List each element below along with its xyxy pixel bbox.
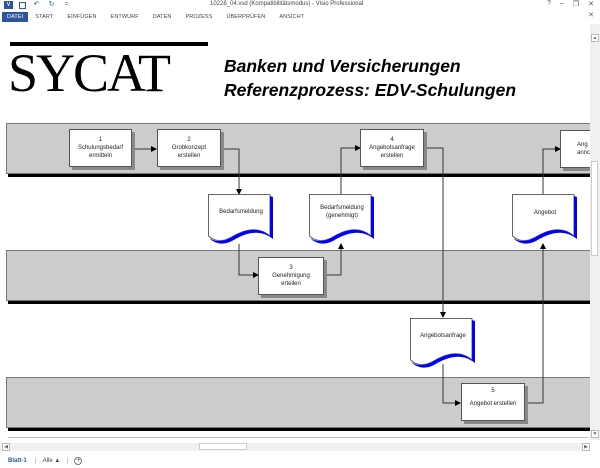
document-shape (410, 318, 475, 368)
process-label-line: Genehmigung (272, 273, 310, 279)
tab-einfuegen[interactable]: EINFÜGEN (67, 13, 97, 20)
process-number: 4 (390, 137, 394, 143)
connector-genehmigt-4 (340, 145, 361, 194)
process-1[interactable]: 1 Schulungsbedarf ermitteln (69, 129, 132, 167)
swimlane-2-shadow (8, 301, 590, 304)
process-number: 2 (187, 137, 191, 143)
diagram-heading: Banken und Versicherungen Referenzprozes… (224, 54, 516, 102)
redo-icon[interactable]: ↻ (48, 1, 55, 8)
process-6-partial[interactable]: Ang annc (560, 130, 590, 168)
window-controls: ? – ❐ ✕ (547, 0, 594, 8)
document-label: Bedarfsmeldung (219, 209, 263, 215)
logo-bar (10, 42, 208, 46)
tab-ueberpruefen[interactable]: ÜBERPRÜFEN (226, 13, 266, 20)
visio-app-icon[interactable]: V (4, 1, 13, 9)
process-label-line: erstellen (177, 153, 201, 159)
tab-datei[interactable]: DATEI (2, 11, 29, 22)
swimlane-1-shadow (8, 174, 590, 177)
horizontal-scroll-thumb[interactable] (199, 443, 247, 450)
scroll-up-button[interactable]: ▲ (591, 34, 599, 42)
process-number: 1 (98, 137, 103, 143)
window-title: 10228_04.vsd (Kompatibilitätsmodus) - Vi… (210, 1, 364, 7)
connector-angebotsanfrage-5 (442, 364, 461, 406)
process-label-line: annc (577, 150, 590, 156)
tab-ansicht[interactable]: ANSICHT (279, 13, 305, 20)
tab-prozess[interactable]: PROZESS (185, 13, 213, 20)
process-label-line: Angebot erstellen (469, 400, 517, 407)
document-angebot[interactable]: Angebot (512, 194, 578, 246)
document-shape (309, 194, 374, 244)
process-label-line: erstellen (380, 153, 404, 159)
document-bedarfsmeldung-genehmigt[interactable]: Bedarfsmeldung (genehmigt) (309, 194, 375, 246)
canvas-bottom-divider (8, 437, 588, 438)
quick-access-toolbar: V ↶ ↻ = (4, 1, 71, 9)
scroll-down-button[interactable]: ▼ (591, 430, 599, 438)
title-bar: V ↶ ↻ = 10228_04.vsd (Kompatibilitätsmod… (0, 0, 600, 10)
close-icon[interactable]: ✕ (588, 1, 594, 8)
add-sheet-icon[interactable]: + (74, 456, 83, 465)
process-4[interactable]: 4 Angebotsanfrage erstellen (360, 129, 424, 167)
customize-qat-icon[interactable]: = (64, 1, 69, 8)
tab-daten[interactable]: DATEN (152, 13, 172, 20)
process-label-line: Angebotsanfrage (369, 145, 415, 151)
undo-icon[interactable]: ↶ (33, 1, 40, 8)
process-5[interactable]: 5 Angebot erstellen (461, 383, 525, 421)
connector-2-bedarfsmeldung (221, 148, 242, 195)
connector-4-angebotsanfrage (424, 147, 446, 318)
horizontal-scrollbar[interactable]: ◀ ▶ (0, 443, 590, 451)
document-label: Bedarfsmeldung (320, 205, 364, 211)
swimlane-3-shadow (8, 428, 590, 431)
heading-line-1: Banken und Versicherungen (224, 56, 461, 76)
process-label-line: Schulungsbedarf (77, 145, 124, 151)
vertical-scrollbar[interactable]: ▲ ▼ (590, 24, 600, 440)
process-3[interactable]: 3 Genehmigung erteilen (258, 257, 324, 295)
process-number: 5 (491, 387, 495, 394)
help-icon[interactable]: ? (547, 0, 551, 7)
connector-5-angebot (525, 243, 546, 404)
document-shape (208, 194, 273, 244)
tab-entwurf[interactable]: ENTWURF (110, 13, 139, 20)
document-label-line-2: (genehmigt) (325, 213, 358, 219)
process-2[interactable]: 2 Grobkonzept erstellen (157, 129, 221, 167)
process-number: 3 (289, 265, 293, 271)
scroll-right-button[interactable]: ▶ (582, 443, 590, 451)
restore-icon[interactable]: ❐ (572, 1, 580, 8)
sycat-logo: SYCAT (8, 43, 171, 103)
process-label-line: ermitteln (88, 153, 112, 159)
sheet-tab-blatt-1[interactable]: Blatt-1 (0, 457, 36, 464)
process-label-line: Grobkonzept (171, 145, 207, 151)
connector-3-genehmigt (324, 243, 344, 276)
document-label: Angebot (533, 210, 557, 216)
connectors (132, 145, 561, 406)
close-document-icon[interactable]: ✕ (588, 12, 594, 19)
tab-start[interactable]: START (35, 13, 54, 20)
document-shape (512, 194, 577, 244)
sheet-tab-bar: Blatt-1 Alle ▲ + (0, 453, 600, 468)
process-label-line: Ang (577, 142, 588, 148)
vertical-scroll-thumb[interactable] (591, 161, 598, 256)
document-label: Angebotsanfrage (420, 333, 466, 339)
drawing-canvas[interactable]: SYCAT Banken und Versicherungen Referenz… (0, 24, 590, 440)
all-sheets-tab[interactable]: Alle ▲ (36, 457, 69, 464)
document-bedarfsmeldung[interactable]: Bedarfsmeldung (208, 194, 274, 246)
save-icon[interactable] (19, 1, 26, 9)
connector-bedarfsmeldung-3 (238, 244, 259, 278)
connector-angebot-6 (542, 146, 561, 194)
minimize-icon[interactable]: – (559, 0, 564, 7)
heading-line-2: Referenzprozess: EDV-Schulungen (224, 80, 517, 100)
process-label-line: erteilen (281, 281, 301, 287)
ribbon-tabs: DATEI START EINFÜGEN ENTWURF DATEN PROZE… (0, 11, 311, 22)
scroll-left-button[interactable]: ◀ (2, 443, 10, 451)
document-angebotsanfrage[interactable]: Angebotsanfrage (410, 318, 476, 370)
